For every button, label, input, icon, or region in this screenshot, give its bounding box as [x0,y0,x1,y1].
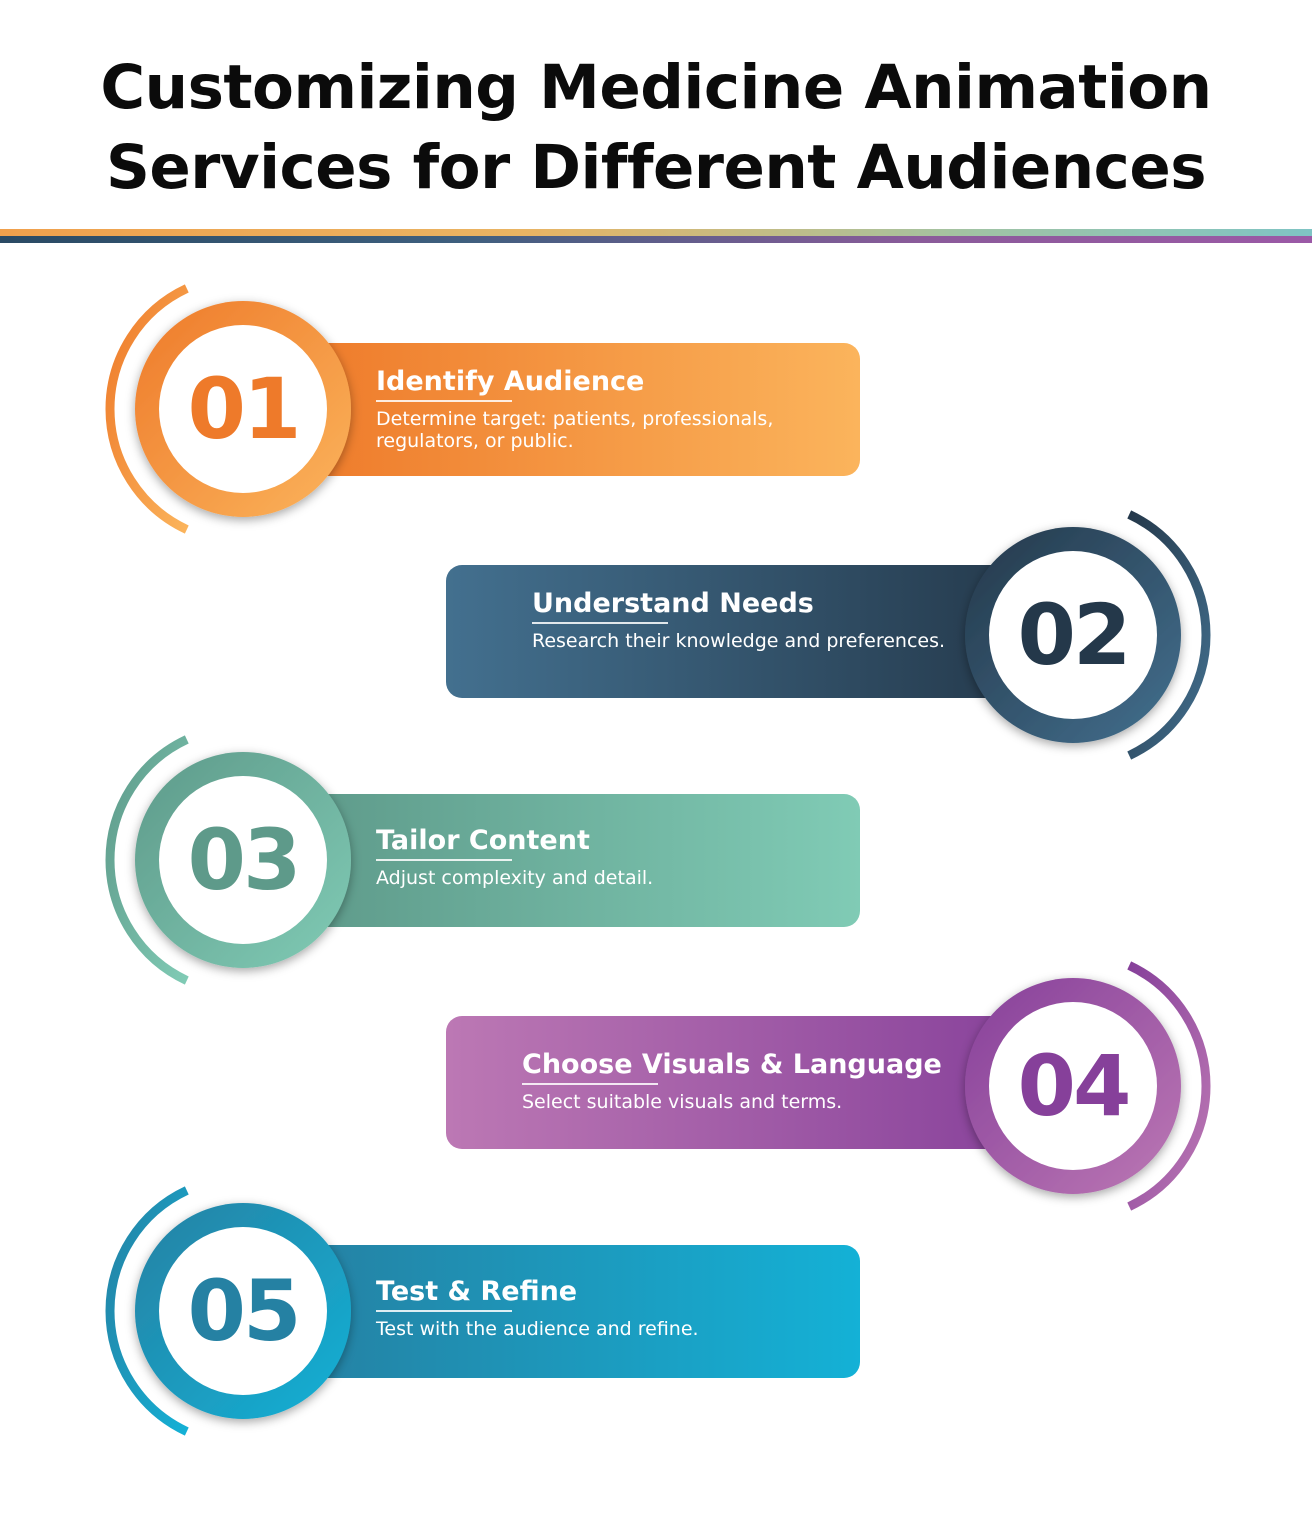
step-description: Test with the audience and refine. [376,1318,699,1340]
step-number: 05 [187,1262,302,1360]
title-line-1: Customizing Medicine Animation [100,52,1212,123]
step-badge-graphic [105,1186,351,1436]
step-heading: Test & Refine [376,1275,577,1312]
badge-outer-arc [1127,510,1211,760]
badge-inner [159,776,327,944]
step-number-badge-5: 05 [93,1161,393,1461]
badge-outer-arc [105,1186,189,1436]
title-line-2: Services for Different Audiences [105,132,1207,203]
step-badge-graphic [105,284,351,534]
step-number: 01 [187,360,302,458]
badge-inner [159,1227,327,1395]
badge-outer-arc [1127,961,1211,1211]
step-badge-graphic [965,961,1211,1211]
step-badge-graphic [965,510,1211,760]
step-number-badge-4: 04 [923,936,1223,1236]
step-card-2: Understand Needs Research their knowledg… [446,565,1046,698]
step-number-badge-3: 03 [93,710,393,1010]
step-heading: Choose Visuals & Language [522,1048,942,1085]
step-number: 03 [187,811,302,909]
step-description: Determine target: patients, professional… [376,408,774,452]
badge-inner [159,325,327,493]
step-number-badge-1: 01 [93,259,393,559]
step-heading: Understand Needs [532,587,814,624]
badge-inner [989,551,1157,719]
step-card-3: Tailor Content Adjust complexity and det… [300,794,860,927]
step-badge-graphic [105,735,351,985]
step-heading: Identify Audience [376,365,644,402]
badge-outer-arc [105,284,189,534]
page-title: Customizing Medicine Animation Services … [0,48,1312,208]
step-number: 02 [1017,586,1132,684]
step-description: Adjust complexity and detail. [376,867,654,889]
step-heading: Tailor Content [376,824,590,861]
badge-outer-arc [105,735,189,985]
step-card-1: Identify Audience Determine target: pati… [300,343,860,476]
step-description: Research their knowledge and preferences… [532,630,946,652]
step-number: 04 [1017,1037,1132,1135]
step-description: Select suitable visuals and terms. [522,1091,843,1113]
badge-inner [989,1002,1157,1170]
title-divider [0,229,1312,243]
step-card-4: Choose Visuals & Language Select suitabl… [446,1016,1046,1149]
step-card-5: Test & Refine Test with the audience and… [300,1245,860,1378]
step-number-badge-2: 02 [923,485,1223,785]
